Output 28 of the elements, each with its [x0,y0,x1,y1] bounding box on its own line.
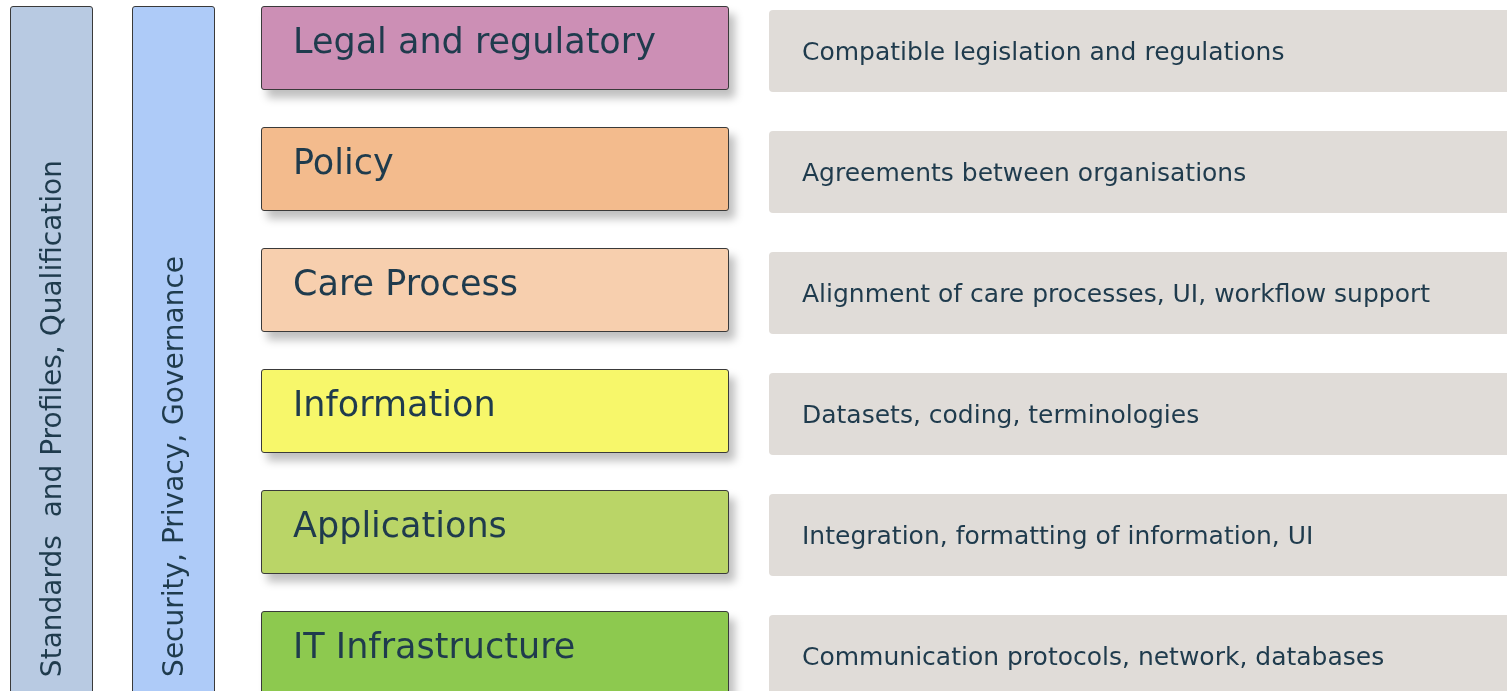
layer-box [261,490,729,574]
description-text: Datasets, coding, terminologies [802,399,1200,429]
vertical-band [10,6,93,691]
layer-box [261,369,729,453]
band-label: Security, Privacy, Governance [157,256,190,677]
description-panel [769,252,1507,334]
layer-box [261,6,729,90]
description-text: Agreements between organisations [802,157,1247,187]
description-text: Communication protocols, network, databases [802,641,1385,671]
description-text: Compatible legislation and regulations [802,36,1285,66]
vertical-band [132,6,215,691]
layer-box [261,127,729,211]
layer-label: Information [293,384,496,424]
band-label: Standards and Profiles, Qualification [35,159,68,677]
layer-label: Legal and regulatory [293,21,656,61]
layer-label: Policy [293,142,394,182]
description-panel [769,615,1507,691]
description-panel [769,10,1507,92]
description-text: Alignment of care processes, UI, workflow support [802,278,1431,308]
layer-box [261,248,729,332]
description-panel [769,373,1507,455]
layer-label: Applications [293,505,507,545]
description-text: Integration, formatting of information, UI [802,520,1314,550]
layer-label: IT Infrastructure [293,626,576,666]
description-panel [769,131,1507,213]
layer-label: Care Process [293,263,518,303]
layer-box [261,611,729,691]
description-panel [769,494,1507,576]
